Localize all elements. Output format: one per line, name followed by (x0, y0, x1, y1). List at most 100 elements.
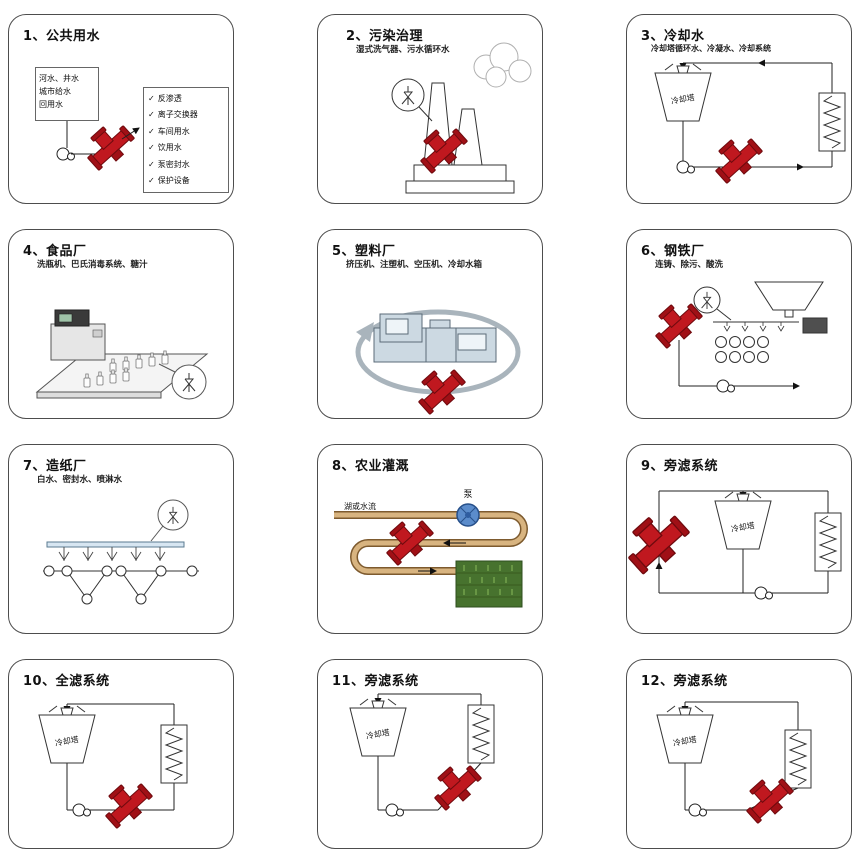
check-icon: ✓ (148, 94, 155, 103)
casting-funnel (754, 281, 824, 318)
panel-sidestream-filtration-9: 9、旁滤系统 冷却塔 (626, 444, 852, 634)
checklist-item-label: 反渗透 (157, 94, 182, 103)
panel-paper-factory: 7、造纸厂 白水、密封水、喷淋水 (8, 444, 234, 634)
check-icon: ✓ (148, 159, 155, 169)
spray-nozzle-detail (693, 286, 732, 321)
panel-plastics-factory: 5、塑料厂 挤压机、注塑机、空压机、冷却水箱 (317, 229, 543, 419)
crop-field-photo (455, 560, 523, 608)
heat-exchanger-icon (784, 729, 812, 789)
check-icon: ✓ (148, 126, 155, 136)
pollution-diagram (391, 42, 532, 194)
bottle-washer-machine (50, 309, 106, 361)
panel-subtitle: 白水、密封水、喷淋水 (37, 475, 123, 485)
paper-diagram (43, 499, 199, 605)
checklist-item-label: 泵密封水 (157, 159, 190, 169)
panel-subtitle: 洗瓶机、巴氏消毒系统、糖汁 (37, 260, 148, 270)
sidestream-diagram-11: 冷却塔 (349, 693, 495, 817)
tower-label: 冷却塔 (670, 92, 695, 106)
spray-nozzle-detail (158, 363, 207, 400)
sidestream-diagram-12: 冷却塔 (656, 701, 812, 828)
tower-label: 冷却塔 (672, 734, 697, 748)
check-icon: ✓ (148, 175, 155, 185)
panel-title: 10、全滤系统 (23, 674, 110, 689)
check-icon: ✓ (148, 110, 155, 120)
panel-subtitle: 挤压机、注塑机、空压机、冷却水箱 (346, 260, 483, 270)
pump-icon (385, 803, 404, 817)
panel-title: 7、造纸厂 (23, 459, 87, 474)
panel-title: 1、公共用水 (23, 29, 101, 44)
spray-header (713, 321, 799, 332)
panel-title: 5、塑料厂 (332, 244, 396, 259)
checklist-item-label: 饮用水 (157, 143, 182, 153)
full-filtration-diagram: 冷却塔 (38, 703, 188, 833)
food-factory-diagram (35, 309, 209, 400)
pump-icon (456, 503, 480, 527)
panel-subtitle: 湿式洗气器、污水循环水 (356, 45, 450, 55)
panel-cooling-water: 3、冷却水 冷却塔循环水、冷凝水、冷却系统 冷却塔 (626, 14, 852, 204)
cooling-tower (714, 491, 772, 550)
steel-slab (802, 317, 828, 334)
checklist-item: ✓车间用水 (148, 127, 224, 137)
panel-agricultural-irrigation: 8、农业灌溉 湖或水流 泵 (317, 444, 543, 634)
red-filter-icon (706, 128, 767, 188)
red-filter-icon (78, 115, 139, 175)
checklist-item: ✓泵密封水 (148, 160, 224, 170)
panel-public-water: 1、公共用水 河水、井水 城市给水 回用水 ✓反渗透 ✓离子交换器 ✓车间用水 … (8, 14, 234, 204)
cooling-tower (38, 705, 96, 764)
panel-title: 4、食品厂 (23, 244, 87, 259)
plastics-diagram (355, 309, 521, 418)
source-line: 河水、井水 (39, 74, 79, 83)
checklist-item-label: 保护设备 (157, 175, 190, 185)
panel-food-factory: 4、食品厂 洗瓶机、巴氏消毒系统、糖汁 (8, 229, 234, 419)
irrigation-diagram: 湖或水流 泵 (334, 489, 528, 608)
checklist-item: ✓反渗透 (148, 94, 224, 104)
spray-nozzle-detail (150, 499, 189, 542)
panel-title: 12、旁滤系统 (641, 674, 728, 689)
smoke-cloud (473, 42, 532, 88)
pump-icon (676, 160, 695, 174)
source-line: 城市给水 (39, 87, 71, 96)
spray-header-bar (46, 541, 185, 548)
heat-exchanger-icon (160, 724, 188, 784)
pump-label: 泵 (463, 489, 472, 500)
check-icon: ✓ (148, 143, 155, 153)
tower-label: 冷却塔 (365, 727, 390, 741)
pump-icon (754, 586, 773, 600)
panel-title: 3、冷却水 (641, 29, 705, 44)
panel-steel-factory: 6、钢铁厂 连铸、除污、酸洗 (626, 229, 852, 419)
panel-title: 11、旁滤系统 (332, 674, 419, 689)
public-water-diagram (56, 115, 140, 175)
cooling-tower (349, 698, 407, 757)
panel-sidestream-filtration-12: 12、旁滤系统 冷却塔 (626, 659, 852, 849)
panel-sidestream-filtration-11: 11、旁滤系统 冷却塔 (317, 659, 543, 849)
caster-rollers (715, 336, 769, 363)
panel-pollution-treatment: 2、污染治理 湿式洗气器、污水循环水 (317, 14, 543, 204)
sidestream-diagram: 冷却塔 (627, 490, 842, 600)
cooling-tower (656, 705, 714, 764)
panel-subtitle: 冷却塔循环水、冷凝水、冷却系统 (651, 44, 771, 53)
checklist-item: ✓离子交换器 (148, 110, 224, 120)
checklist-item-label: 车间用水 (157, 126, 190, 136)
heat-exchanger-icon (467, 704, 495, 764)
injection-molding-machine (373, 313, 497, 363)
water-source-label: 湖或水流 (344, 501, 376, 511)
shower-sprays (58, 547, 166, 561)
panel-title: 2、污染治理 (346, 29, 424, 44)
pump-icon (716, 379, 735, 393)
checklist-item: ✓饮用水 (148, 143, 224, 153)
heat-exchanger-icon (818, 92, 846, 152)
loop-arrow-icon (356, 322, 374, 342)
red-filter-icon (627, 503, 695, 580)
steel-diagram (646, 281, 828, 393)
source-line: 回用水 (39, 100, 63, 109)
checklist-item-label: 离子交换器 (157, 110, 198, 120)
spray-nozzle-detail (391, 78, 433, 122)
checklist-item: ✓保护设备 (148, 176, 224, 186)
panel-title: 9、旁滤系统 (641, 459, 719, 474)
heat-exchanger-icon (814, 512, 842, 572)
panel-full-filtration: 10、全滤系统 冷却塔 (8, 659, 234, 849)
pump-icon (688, 803, 707, 817)
panel-subtitle: 连铸、除污、酸洗 (655, 260, 724, 270)
cooling-water-diagram: 冷却塔 (654, 59, 846, 188)
